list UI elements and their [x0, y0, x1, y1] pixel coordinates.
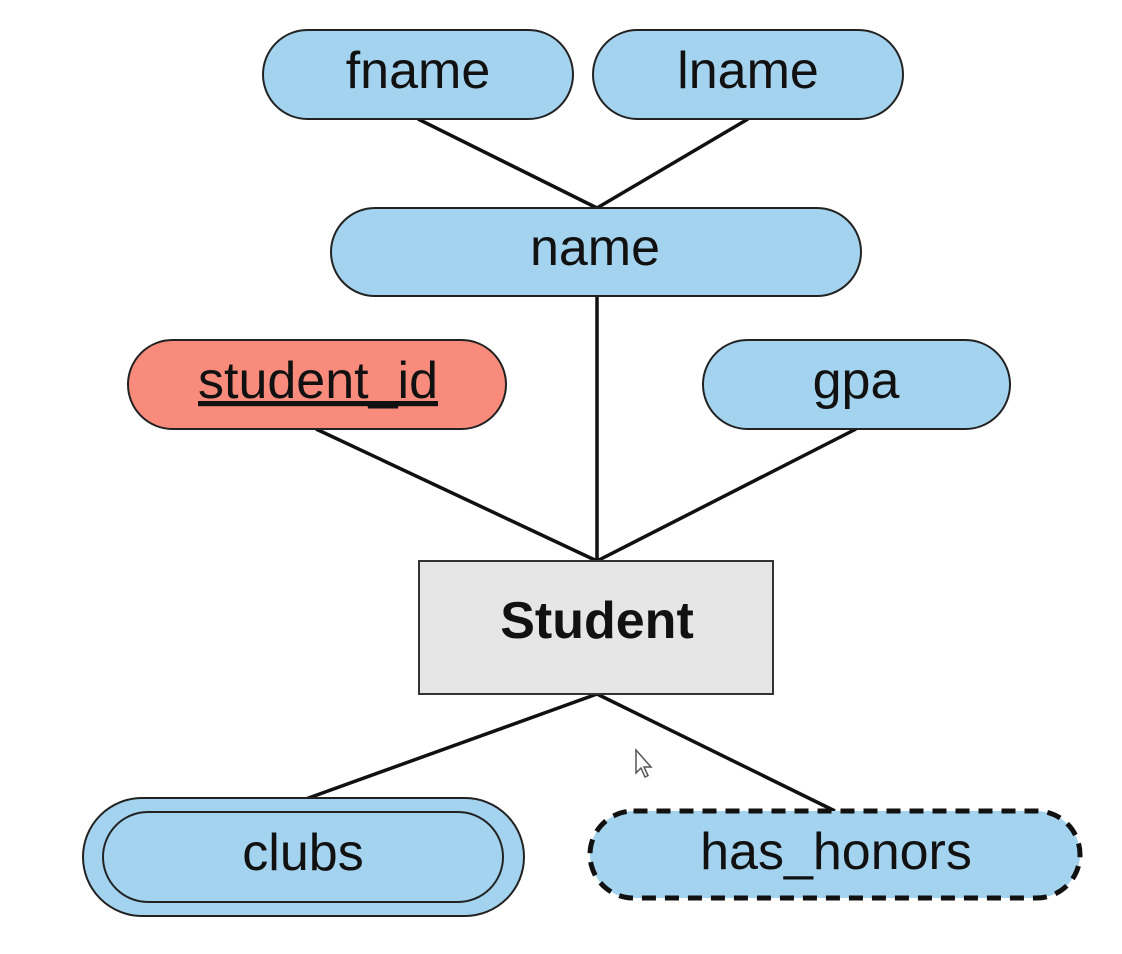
connector-gpa-student	[596, 427, 857, 563]
attribute-fname-shape	[262, 29, 574, 120]
key-attribute-student-id-shape	[127, 339, 507, 430]
derived-attribute-has-honors[interactable]: has_honors	[587, 808, 1083, 901]
attribute-lname-shape	[592, 29, 904, 120]
key-attribute-student-id-label: student_id	[198, 352, 438, 410]
multivalued-attribute-clubs-outer-shape	[82, 797, 525, 917]
attribute-gpa-label: gpa	[813, 352, 900, 410]
attribute-lname-label: lname	[677, 42, 819, 100]
derived-attribute-has-honors-shape	[587, 808, 1083, 901]
connectors	[302, 117, 857, 813]
pointer-cursor-icon	[635, 748, 653, 779]
attribute-name[interactable]: name	[330, 207, 862, 297]
attribute-fname[interactable]: fname	[262, 29, 574, 120]
entity-student-box	[418, 560, 774, 695]
multivalued-attribute-clubs-inner-shape	[102, 811, 504, 903]
attribute-name-label: name	[530, 219, 660, 277]
connector-student-id-student	[315, 427, 598, 563]
entity-student[interactable]: Student	[418, 560, 774, 695]
entity-student-label: Student	[500, 592, 694, 650]
attribute-gpa[interactable]: gpa	[702, 339, 1011, 430]
connector-student-has-honors	[596, 692, 836, 813]
multivalued-attribute-clubs[interactable]: clubs	[82, 797, 525, 917]
attribute-gpa-shape	[702, 339, 1011, 430]
connector-student-clubs	[302, 692, 598, 802]
attribute-lname[interactable]: lname	[592, 29, 904, 120]
connector-fname-name	[417, 117, 598, 210]
connector-lname-name	[596, 117, 749, 210]
attribute-name-shape	[330, 207, 862, 297]
multivalued-attribute-clubs-label: clubs	[242, 824, 363, 882]
attribute-fname-label: fname	[346, 42, 491, 100]
derived-attribute-has-honors-label: has_honors	[700, 823, 972, 881]
key-attribute-student-id[interactable]: student_id	[127, 339, 507, 430]
